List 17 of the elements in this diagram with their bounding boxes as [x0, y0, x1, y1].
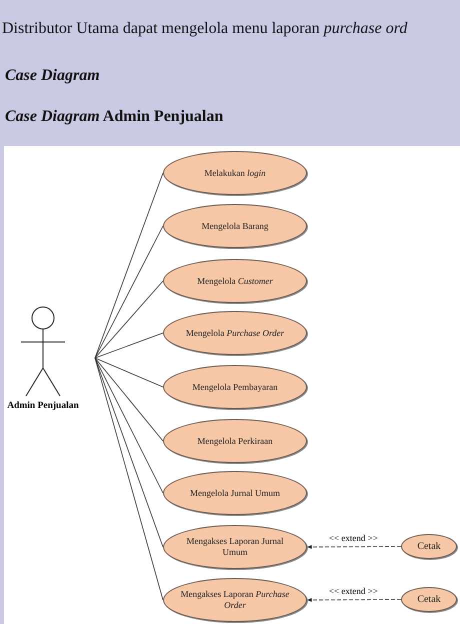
use-case-label: Mengelola Barang: [200, 220, 270, 232]
use-case-label: Mengelola Pembayaran: [191, 382, 279, 392]
use-case-label: Mengelola Perkiraan: [196, 436, 274, 446]
use-case-label: Cetak: [416, 541, 442, 552]
section-heading: Case Diagram Admin Penjualan: [5, 108, 224, 126]
use-case-label: Mengelola Purchase Order: [184, 328, 286, 338]
use-case-label: Melakukan login: [203, 168, 267, 178]
edge-label: << extend >>: [328, 586, 379, 596]
use-case-label: Mengakses Laporan Jurnal Umum: [186, 536, 284, 558]
use-case-label: Mengelola Jurnal Umum: [189, 488, 281, 498]
use-case-label: Cetak: [416, 594, 442, 605]
body-text: Distributor Utama dapat mengelola menu laporan purchase ord: [2, 20, 408, 38]
section-heading: Case Diagram: [5, 67, 100, 85]
actor-name: Admin Penjualan: [7, 401, 79, 411]
use-case-label: Mengelola Customer: [196, 276, 274, 286]
use-case-label: Mengakses Laporan Purchase Order: [180, 589, 290, 611]
edge-label: << extend >>: [328, 532, 379, 542]
